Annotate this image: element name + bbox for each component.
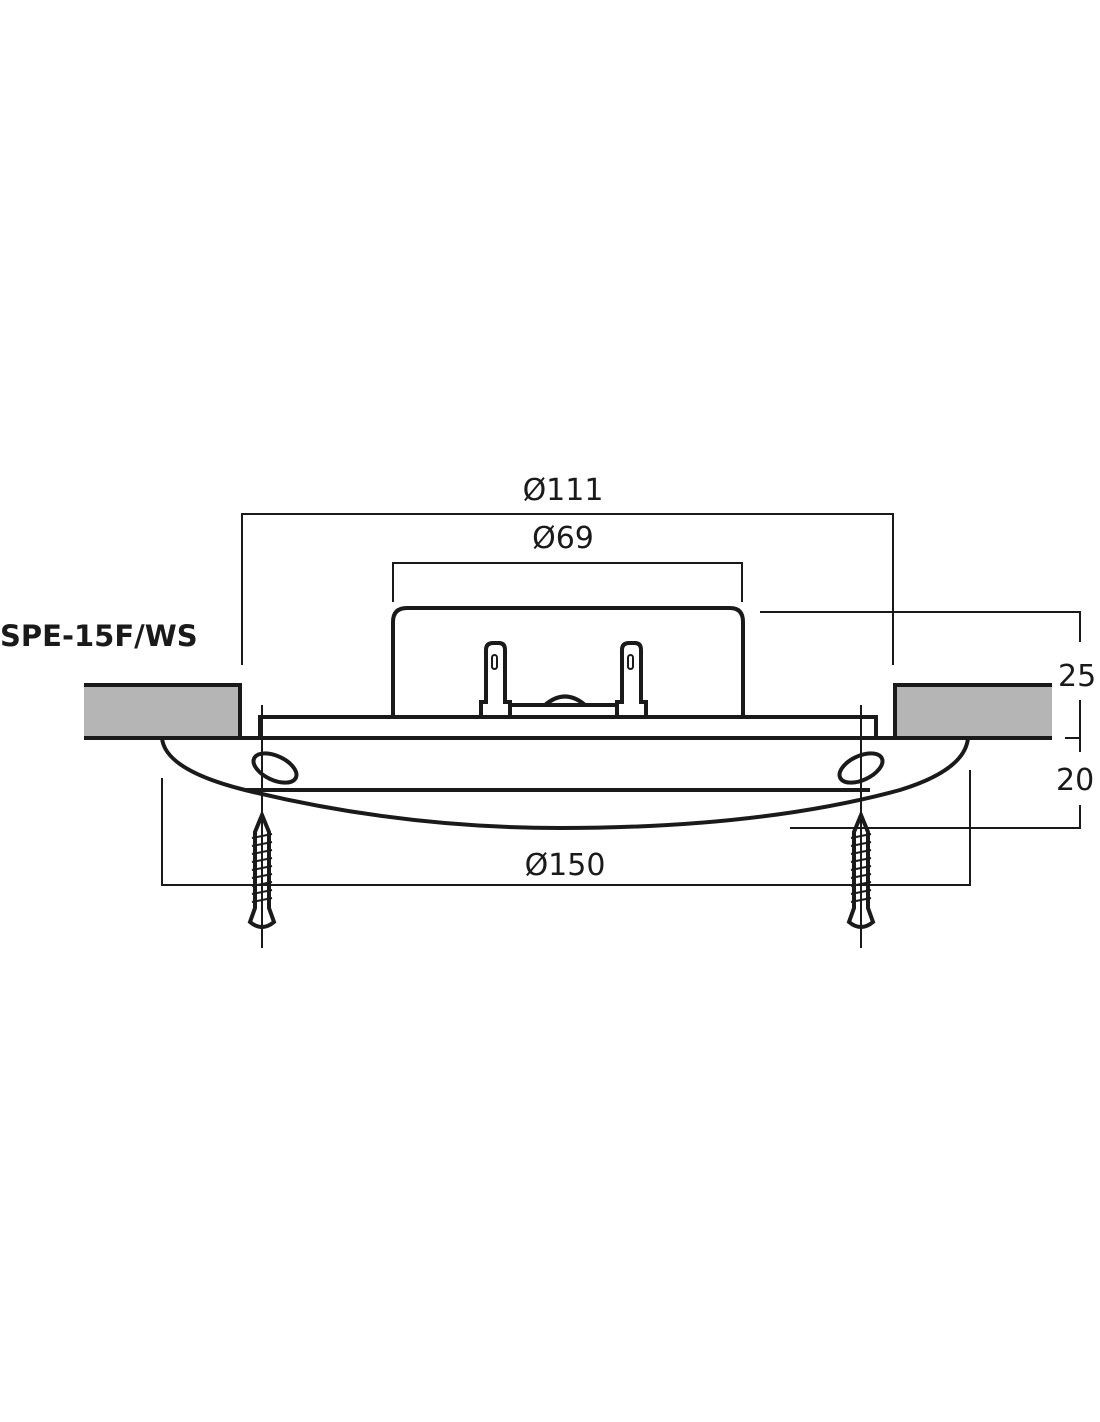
model-title: SPE-15F/WS <box>0 619 198 653</box>
rear-housing <box>391 606 745 717</box>
dim-line-depth <box>760 611 1081 829</box>
dim-mounting-depth: 25 <box>1058 659 1096 694</box>
dim-line-cutout <box>241 513 894 665</box>
terminal-slot-right <box>627 654 634 670</box>
mounting-hole-left <box>251 751 299 785</box>
dim-cutout-diameter: Ø111 <box>523 473 604 508</box>
screw-right-icon <box>846 705 876 948</box>
center-dome <box>543 694 587 707</box>
terminal-slot-left <box>491 654 498 670</box>
dim-front-height: 20 <box>1056 763 1094 798</box>
terminal-left <box>479 641 512 717</box>
mounting-plate <box>258 715 878 738</box>
dim-housing-diameter: Ø69 <box>532 521 594 556</box>
terminal-right <box>615 641 648 717</box>
front-grille <box>160 737 970 831</box>
ceiling-board-right <box>893 683 1052 738</box>
terminal-bridge <box>510 703 617 719</box>
screw-left-icon <box>247 705 277 948</box>
ceiling-board-left <box>84 683 242 738</box>
mounting-hole-right <box>837 751 885 785</box>
dim-line-housing <box>392 562 743 602</box>
dim-outer-diameter: Ø150 <box>525 848 606 883</box>
